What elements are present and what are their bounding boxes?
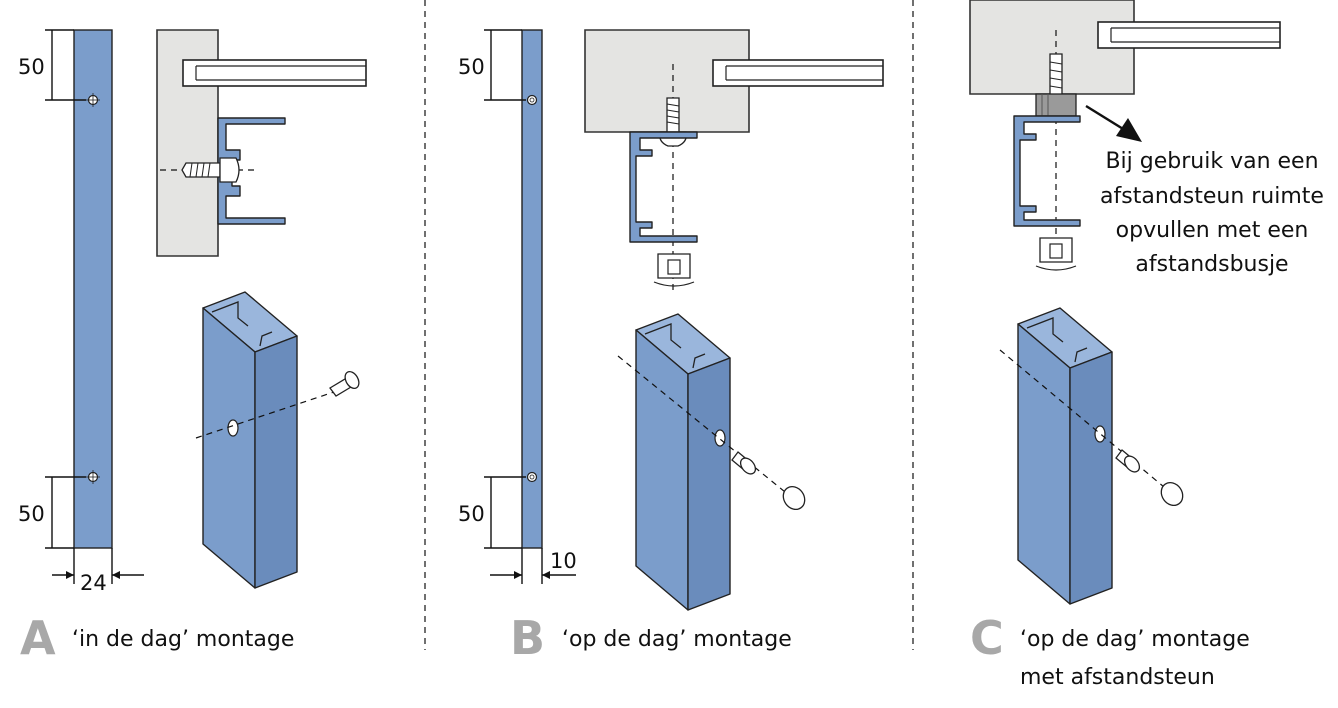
- dimension-bottom-a: [45, 476, 86, 549]
- profile-3d-c: [1017, 307, 1113, 605]
- cap-b: [782, 485, 806, 511]
- dim-width-a: 24: [80, 571, 107, 595]
- hole-top-a: [86, 93, 100, 107]
- dim-width-b: 10: [550, 549, 577, 573]
- ceiling-b: [584, 29, 750, 133]
- dimension-bottom-b: [484, 476, 526, 549]
- dim-bottom-a: 50: [18, 502, 45, 526]
- screw-a: [329, 370, 360, 397]
- profile-3d-a: [202, 291, 298, 589]
- caption-c-line2: met afstandsteun: [1020, 665, 1215, 690]
- screw-b: [731, 451, 757, 475]
- panel-c: Bij gebruik van een afstandsteun ruimte …: [969, 0, 1324, 690]
- ceiling-c: [969, 0, 1135, 95]
- dim-top-a: 50: [18, 55, 45, 79]
- curtain-rail-a: [182, 59, 367, 87]
- letter-b: B: [510, 611, 545, 665]
- dim-bottom-b: 50: [458, 502, 485, 526]
- caption-b: ‘op de dag’ montage: [562, 627, 792, 652]
- dimension-width-b: [490, 548, 576, 584]
- wall-screw-a: [160, 157, 258, 183]
- bracket-profile-b: [629, 131, 698, 243]
- end-cap-c: [1035, 237, 1077, 271]
- note-line-1: Bij gebruik van een: [1105, 149, 1318, 174]
- hole-top-b: [526, 94, 538, 106]
- profile-3d-b: [635, 313, 731, 611]
- letter-c: C: [970, 611, 1004, 665]
- bracket-profile-c: [1013, 115, 1081, 227]
- screw-line-a: [195, 389, 341, 439]
- note-line-4: afstandsbusje: [1135, 252, 1288, 277]
- note-line-3: opvullen met een: [1116, 218, 1309, 243]
- dimension-top-a: [45, 29, 86, 101]
- spacer-bush-c: [1035, 93, 1077, 117]
- cap-c: [1160, 481, 1184, 507]
- panel-b: 50 50 10: [458, 29, 884, 665]
- hole-bottom-b: [526, 471, 538, 483]
- letter-a: A: [20, 611, 56, 665]
- screw-line-c: [999, 349, 1171, 493]
- panel-a: 50 50 24: [18, 29, 367, 665]
- dimension-width-a: [52, 548, 144, 584]
- end-cap-b: [653, 253, 695, 287]
- caption-c-line1: ‘op de dag’ montage: [1020, 627, 1250, 652]
- hole-bottom-a: [86, 470, 100, 484]
- profile-strip-a: [73, 29, 113, 549]
- dimension-top-b: [484, 29, 526, 101]
- screw-c: [1115, 449, 1141, 473]
- curtain-rail-c: [1097, 21, 1281, 49]
- curtain-rail-b: [712, 59, 884, 87]
- dim-top-b: 50: [458, 55, 485, 79]
- profile-strip-b: [521, 29, 543, 549]
- note-line-2: afstandsteun ruimte: [1100, 184, 1324, 209]
- screw-line-b: [617, 355, 791, 497]
- caption-a: ‘in de dag’ montage: [72, 627, 294, 652]
- note-arrow-c: [1085, 104, 1142, 142]
